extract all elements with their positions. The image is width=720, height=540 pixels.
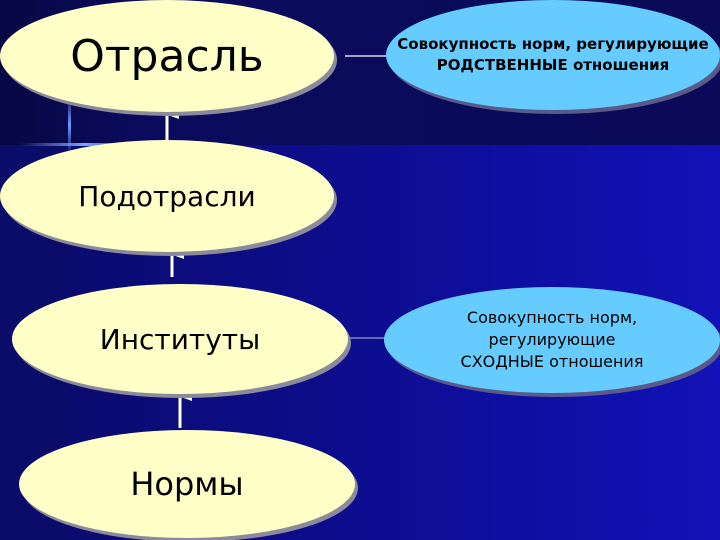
definition-rodstvennye-text: Совокупность норм, регулирующие РОДСТВЕН… — [397, 35, 709, 74]
definition-skhodnye-text: Совокупность норм, регулирующие СХОДНЫЕ … — [460, 308, 644, 371]
decorative-glow-vertical — [68, 95, 71, 155]
node-otrasl: Отрасль — [0, 0, 334, 112]
decorative-glow-horizontal — [20, 143, 150, 146]
node-instituty: Институты — [12, 284, 348, 394]
node-instituty-label: Институты — [99, 322, 261, 356]
node-otrasl-label: Отрасль — [70, 30, 264, 82]
node-normy: Нормы — [19, 430, 355, 538]
node-podotrasli-label: Подотрасли — [78, 179, 256, 213]
node-normy-label: Нормы — [130, 465, 244, 503]
definition-rodstvennye: Совокупность норм, регулирующие РОДСТВЕН… — [386, 0, 720, 110]
definition-skhodnye: Совокупность норм, регулирующие СХОДНЫЕ … — [384, 287, 720, 393]
node-podotrasli: Подотрасли — [0, 140, 334, 252]
